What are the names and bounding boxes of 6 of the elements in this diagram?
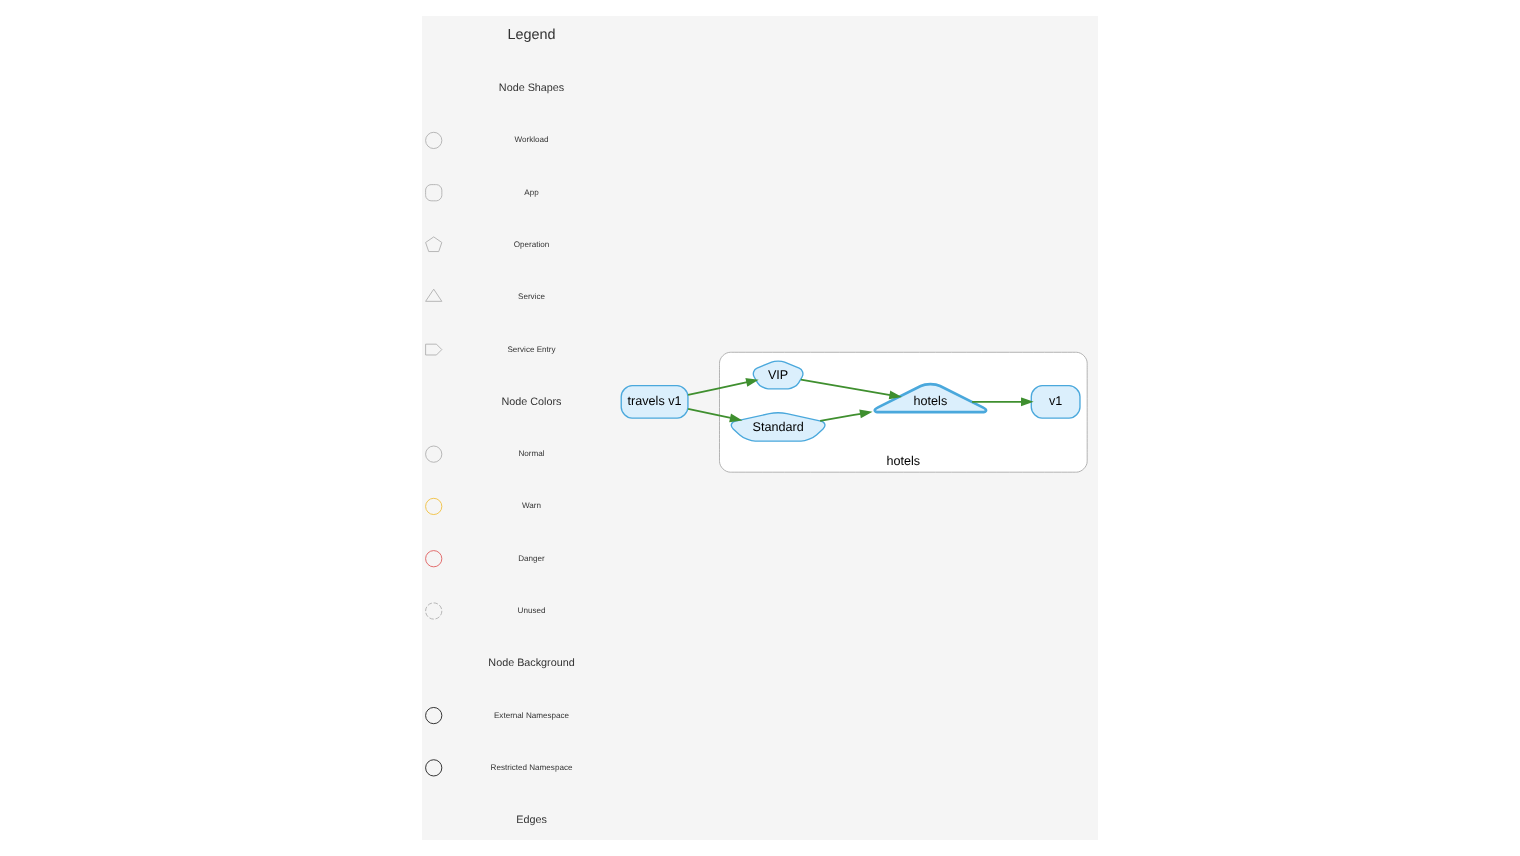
arrow — [800, 378, 902, 400]
arrow — [687, 407, 743, 423]
arrow — [687, 378, 759, 396]
label: Legend — [507, 25, 556, 44]
arrow — [971, 397, 1034, 407]
arrow — [819, 409, 873, 422]
